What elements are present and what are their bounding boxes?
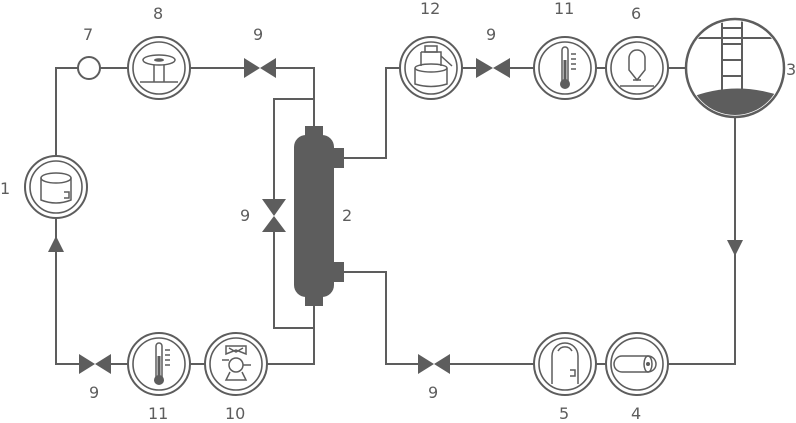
valve-icon xyxy=(262,199,286,232)
label-5: 5 xyxy=(559,404,569,423)
thermometer-icon xyxy=(533,36,597,100)
label-6: 6 xyxy=(631,4,641,23)
pipe-valve-to-exchanger-top xyxy=(276,67,315,130)
label-9-bottom-right: 9 xyxy=(428,383,438,402)
vessel-icon xyxy=(533,332,597,396)
pipe-bypass xyxy=(273,98,314,329)
label-10: 10 xyxy=(225,404,245,423)
distillation-column-icon xyxy=(684,17,786,119)
tank-icon xyxy=(24,155,88,219)
separator-icon xyxy=(605,36,669,100)
label-3: 3 xyxy=(786,60,796,79)
pipe-exchanger-to-pump10 xyxy=(267,302,315,365)
label-9-top-left: 9 xyxy=(253,25,263,44)
label-2: 2 xyxy=(342,206,352,225)
label-11-bottom: 11 xyxy=(148,404,168,423)
label-1: 1 xyxy=(0,179,10,198)
pipe-valve-to-tank1 xyxy=(55,252,79,365)
pipe-tank1-to-gauge7 xyxy=(55,67,78,160)
heat-exchanger-icon xyxy=(294,126,344,306)
valve-icon xyxy=(418,354,450,374)
flow-arrow-up xyxy=(48,236,64,252)
valve-icon xyxy=(244,58,276,78)
filter-icon xyxy=(127,36,191,100)
flow-arrow-down xyxy=(727,240,743,256)
label-4: 4 xyxy=(631,404,641,423)
pump-4-icon xyxy=(605,332,669,396)
label-9-top-right: 9 xyxy=(486,25,496,44)
gauge-icon xyxy=(77,56,101,80)
label-9-middle: 9 xyxy=(240,206,250,225)
pipe-column3-to-pump4 xyxy=(668,112,736,365)
pipe-exchanger-to-unit12 xyxy=(344,67,400,159)
pipes xyxy=(48,67,743,365)
unit-12-icon xyxy=(399,36,463,100)
pipe-valve-to-exchanger xyxy=(344,271,418,365)
pump-icon xyxy=(204,332,268,396)
valve-icon xyxy=(79,354,111,374)
label-9-bottom-left: 9 xyxy=(89,383,99,402)
thermometer-icon xyxy=(127,332,191,396)
label-7: 7 xyxy=(83,25,93,44)
label-8: 8 xyxy=(153,4,163,23)
label-12: 12 xyxy=(420,0,440,18)
valve-icon xyxy=(476,58,510,78)
label-11-top: 11 xyxy=(554,0,574,18)
